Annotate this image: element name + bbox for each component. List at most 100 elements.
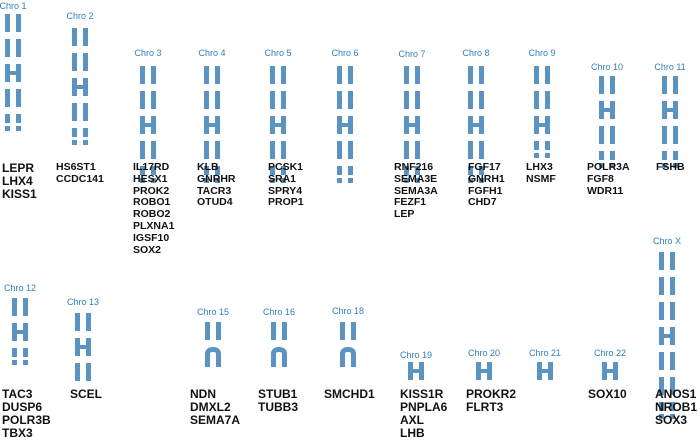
gene-name: AXL: [400, 413, 424, 427]
gene-name: HESX1: [133, 172, 168, 185]
chromosome-label-chro-11: Chro 11: [654, 62, 686, 72]
chromosome-label-chro-7: Chro 7: [398, 49, 426, 59]
chromosome-chro-7: [404, 66, 420, 183]
gene-list-chro-13: SCEL: [70, 388, 102, 401]
chromosome-label-chro-12: Chro 12: [3, 283, 37, 293]
chromosome-label-chro-3: Chro 3: [134, 48, 162, 58]
gene-name: FGF17: [468, 161, 501, 173]
gene-name: PROKR2: [466, 387, 517, 401]
gene-name: LHB: [400, 426, 425, 440]
chromosome-label-chro-1: Chro 1: [0, 1, 27, 11]
gene-list-chro-18: SMCHD1: [324, 388, 375, 401]
chromosome-chro-9: [534, 66, 550, 158]
gene-name: SRA1: [268, 172, 297, 185]
gene-name: NDN: [190, 387, 216, 401]
gene-name: LEP: [394, 208, 415, 221]
chromosome-chro-x: [659, 252, 675, 419]
chromosome-label-chro-22: Chro 22: [593, 348, 627, 358]
chromosome-label-chro-21: Chro 21: [528, 348, 562, 358]
chromosome-label-chro-2: Chro 2: [66, 11, 94, 21]
chromosome-label-chro-x: Chro X: [652, 236, 682, 246]
chromosome-chro-3: [140, 66, 156, 183]
gene-name: FGFH1: [468, 184, 503, 197]
gene-name: PCSK1: [268, 161, 304, 173]
chromosome-chro-13: [75, 313, 91, 381]
gene-name: IGSF10: [133, 231, 170, 244]
gene-name: KLB: [197, 161, 219, 173]
gene-name: DUSP6: [2, 400, 43, 414]
gene-name: SEMA3E: [394, 172, 438, 185]
chromosome-label-chro-13: Chro 13: [66, 297, 100, 307]
chromosome-chro-5: [270, 66, 286, 183]
gene-name: NSMF: [526, 172, 556, 185]
gene-name: LHX4: [2, 174, 33, 188]
gene-name: WDR11: [587, 184, 624, 197]
gene-name: PROP1: [268, 196, 304, 209]
chromosome-chro-8: [468, 66, 484, 183]
gene-name: FGF8: [587, 172, 614, 185]
gene-name: SCEL: [70, 387, 103, 401]
chromosome-chro-10: [599, 76, 615, 168]
chromosome-chro-15: [205, 322, 221, 367]
chromosome-label-chro-18: Chro 18: [331, 306, 365, 316]
gene-list-chro-22: SOX10: [588, 388, 627, 401]
gene-name: TUBB3: [258, 400, 299, 414]
chromosome-chro-4: [204, 66, 220, 183]
gene-name: TACR3: [197, 184, 232, 197]
gene-name: DMXL2: [190, 400, 231, 414]
gene-name: SPRY4: [268, 184, 303, 197]
chromosome-chro-22: [602, 362, 618, 380]
gene-name: TAC3: [2, 387, 33, 401]
gene-name: SOX2: [133, 243, 162, 256]
gene-name: RNF216: [394, 161, 434, 173]
gene-name: TBX3: [2, 426, 33, 440]
gene-name: CHD7: [468, 196, 497, 209]
gene-name: FLRT3: [466, 400, 504, 414]
gene-name: PNPLA6: [400, 400, 448, 414]
chromosome-chro-20: [476, 362, 492, 380]
gene-name: OTUD4: [197, 196, 233, 209]
gene-name: SOX10: [588, 387, 627, 401]
gene-name: HS6ST1: [56, 161, 96, 173]
chromosome-chro-18: [340, 322, 356, 367]
chromosome-chro-2: [72, 28, 88, 145]
chromosome-label-chro-20: Chro 20: [467, 348, 501, 358]
gene-name: GNRHR: [197, 172, 236, 185]
chromosome-chro-11: [662, 76, 678, 168]
gene-name: SEMA3A: [394, 184, 438, 197]
gene-name: KISS1R: [400, 387, 444, 401]
gene-name: PLXNA1: [133, 219, 175, 232]
gene-name: PROK2: [133, 184, 170, 197]
chromosome-label-chro-4: Chro 4: [198, 48, 226, 58]
chromosome-label-chro-8: Chro 8: [462, 48, 490, 58]
chromosome-chro-16: [271, 322, 287, 367]
chromosome-label-chro-16: Chro 16: [262, 307, 296, 317]
chromosome-label-chro-15: Chro 15: [196, 307, 230, 317]
gene-name: FSHB: [656, 161, 685, 173]
gene-name: ROBO2: [133, 208, 171, 221]
chromosome-label-chro-19: Chro 19: [399, 350, 433, 360]
gene-name: SMCHD1: [324, 387, 375, 401]
gene-name: STUB1: [258, 387, 298, 401]
gene-name: SOX3: [655, 413, 688, 427]
chromosome-chro-1: [5, 14, 21, 131]
gene-name: NROB1: [655, 400, 698, 414]
chromosome-label-chro-5: Chro 5: [264, 48, 292, 58]
gene-name: IL17RD: [133, 161, 170, 173]
chromosome-chro-6: [337, 66, 353, 183]
gene-name: KISS1: [2, 187, 37, 201]
